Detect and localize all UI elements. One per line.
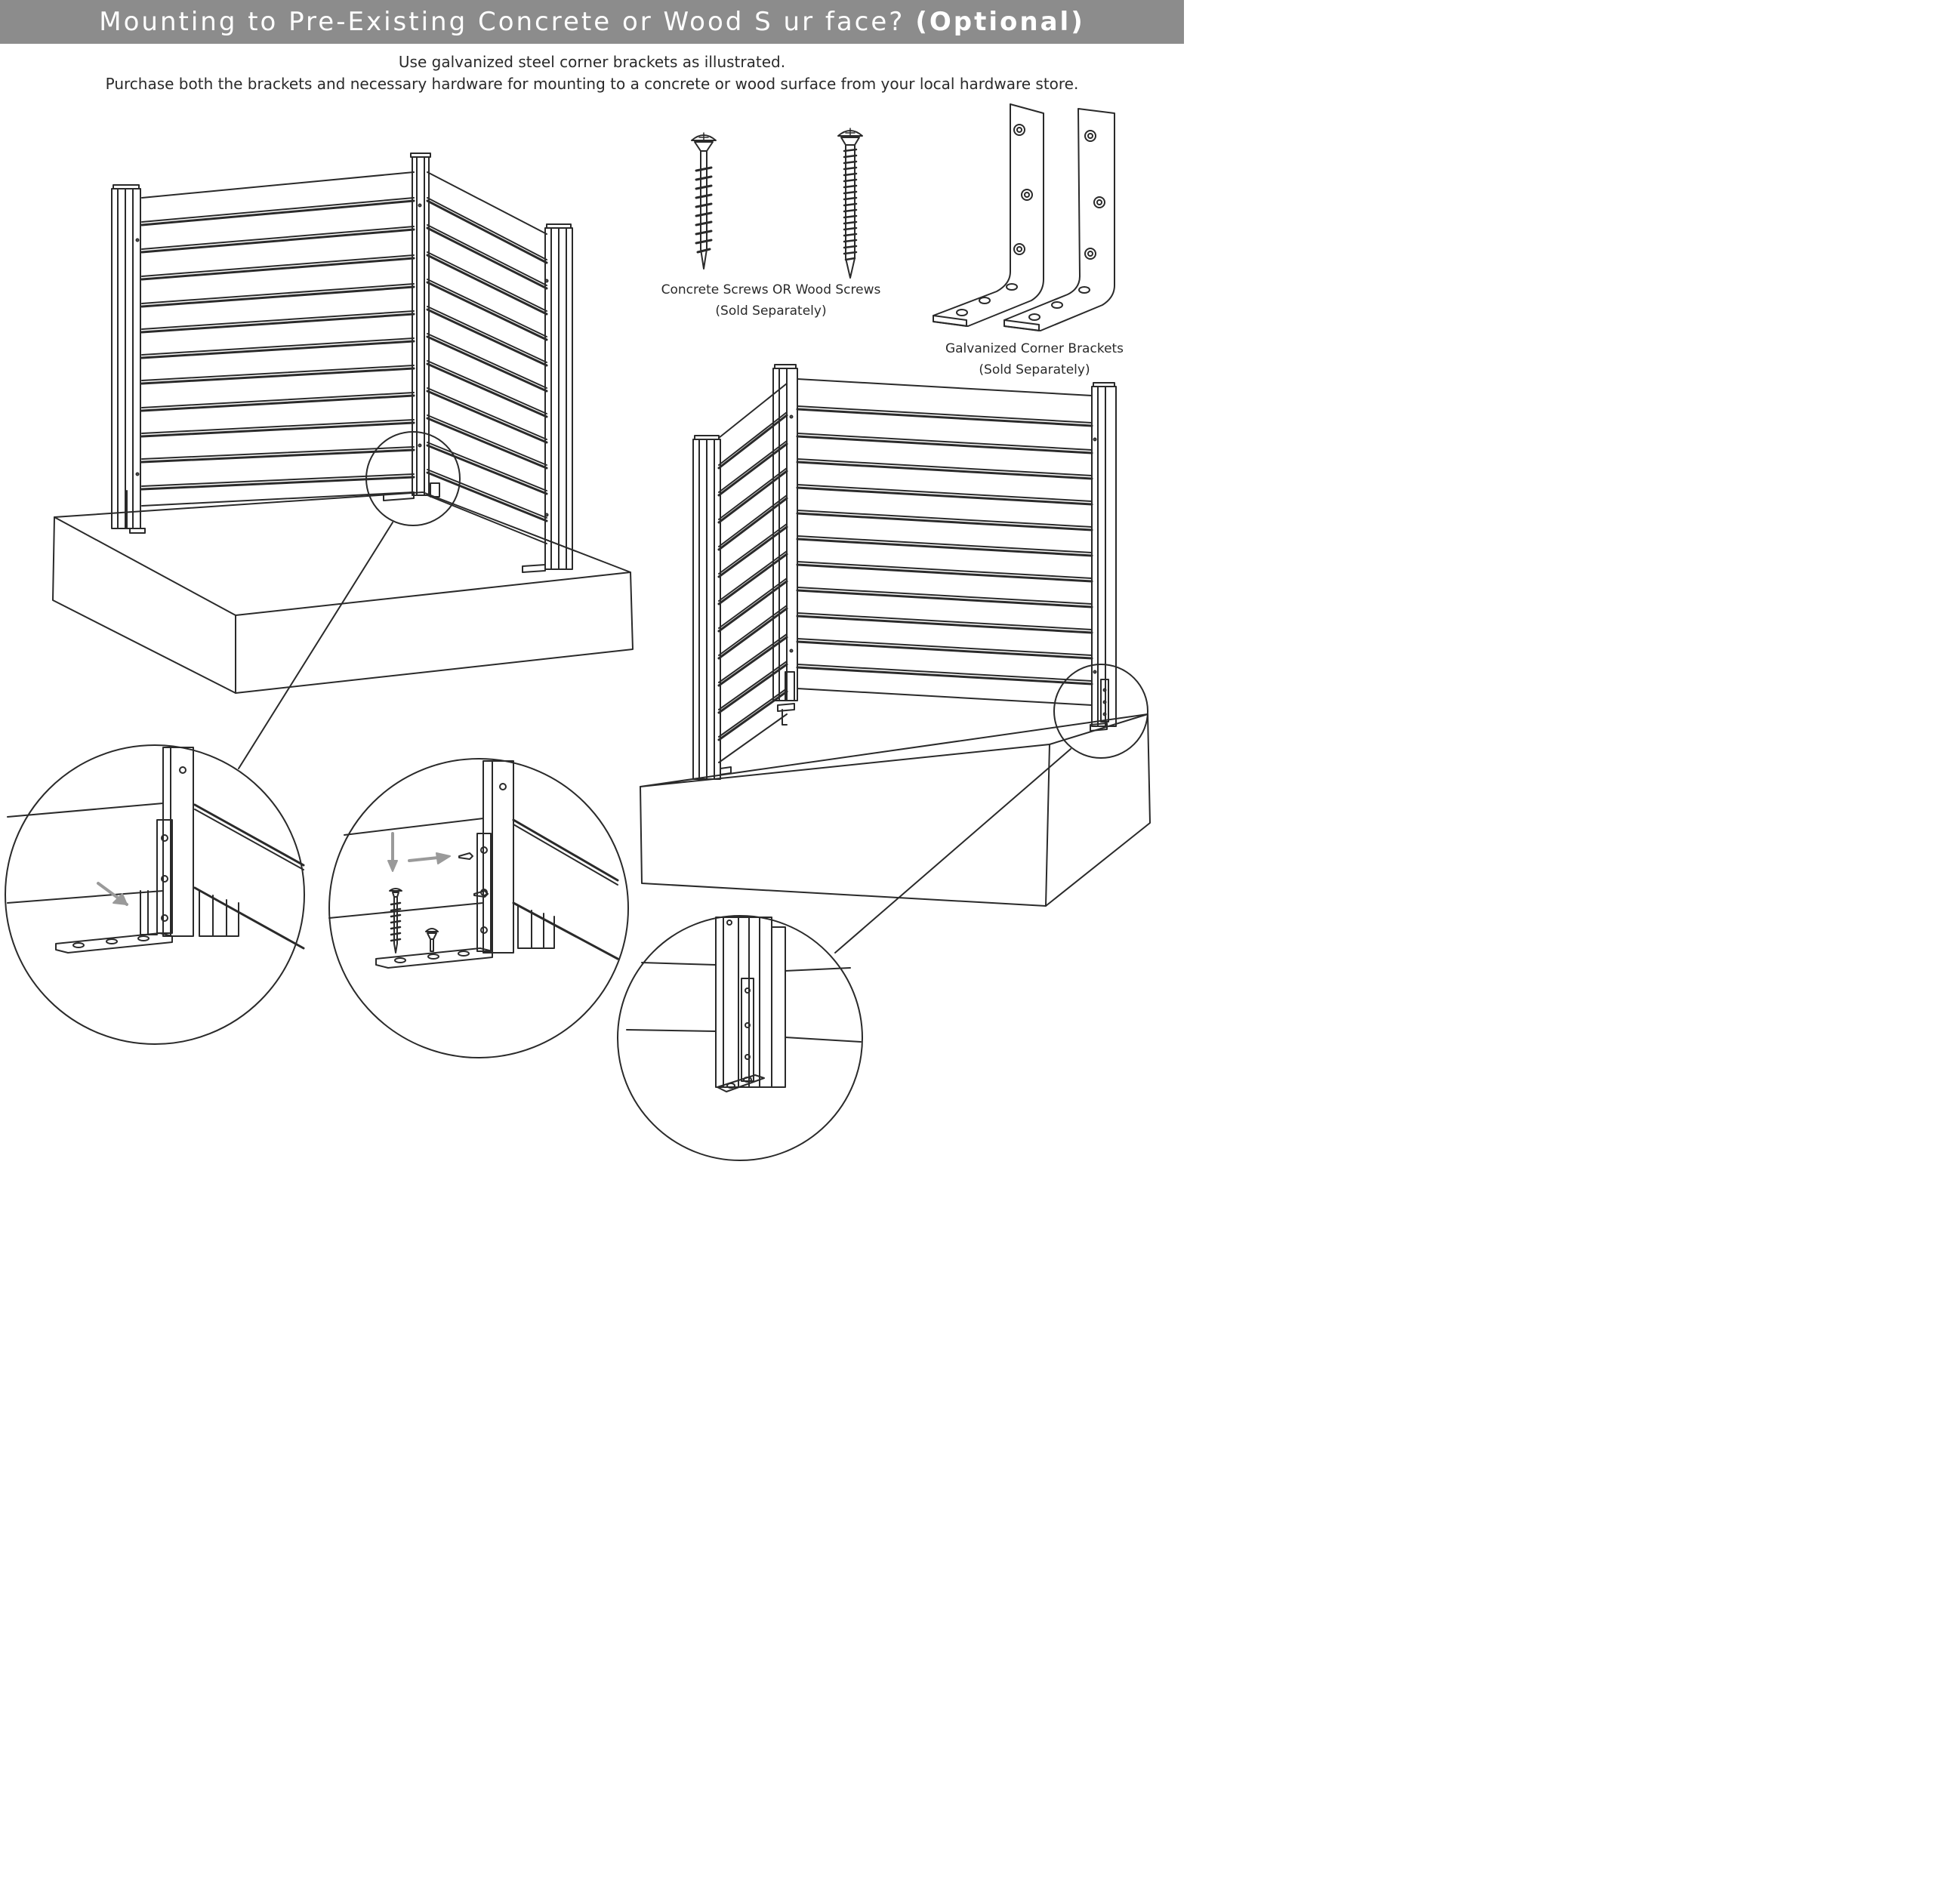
- title-optional: (Optional): [915, 7, 1085, 37]
- instruction-line-1: Use galvanized steel corner brackets as …: [398, 53, 786, 71]
- right-assembly: [640, 364, 1151, 954]
- corner-bracket-1: [933, 103, 1044, 327]
- right-concrete-slab: [640, 713, 1151, 907]
- page-title: Mounting to Pre-Existing Concrete or Woo…: [99, 7, 1084, 37]
- left-leader-line: [238, 522, 393, 769]
- left-detail-marker: [365, 431, 461, 526]
- left-brackets: [126, 456, 546, 573]
- right-back-panel: [796, 378, 1093, 706]
- detail-view-1: [5, 744, 305, 1045]
- left-back-panel: [140, 171, 415, 507]
- left-side-panel: [426, 171, 548, 544]
- right-detail-marker: [1053, 664, 1148, 759]
- screws-label: Concrete Screws OR Wood Screws: [661, 282, 881, 297]
- brackets-label: Galvanized Corner Brackets: [945, 341, 1124, 356]
- left-post-2: [410, 153, 440, 498]
- detail-view-3: [617, 915, 863, 1161]
- title-bar: Mounting to Pre-Existing Concrete or Woo…: [0, 0, 1184, 44]
- left-concrete-slab: [52, 491, 634, 694]
- left-post-3: [544, 223, 573, 570]
- screws-caption: Concrete Screws OR Wood Screws (Sold Sep…: [648, 279, 894, 322]
- instructions: Use galvanized steel corner brackets as …: [45, 51, 1139, 95]
- screws-note: (Sold Separately): [715, 303, 827, 319]
- right-side-panel: [717, 383, 788, 763]
- corner-bracket-2: [1003, 108, 1115, 331]
- title-main: Mounting to Pre-Existing Concrete or Woo…: [99, 7, 905, 37]
- right-post-3: [1090, 382, 1117, 732]
- detail-view-2: [328, 758, 629, 1058]
- left-post-1: [111, 184, 146, 534]
- brackets-caption: Galvanized Corner Brackets (Sold Separat…: [927, 338, 1142, 380]
- left-assembly: [52, 153, 634, 769]
- concrete-screw: [691, 132, 717, 270]
- brackets-note: (Sold Separately): [979, 362, 1090, 377]
- right-leader-line: [834, 748, 1071, 954]
- assembly-illustration: [5, 103, 1151, 1161]
- wood-screw: [837, 128, 863, 279]
- right-post-1: [692, 435, 732, 780]
- instruction-line-2: Purchase both the brackets and necessary…: [105, 75, 1079, 93]
- right-post-2: [772, 364, 798, 726]
